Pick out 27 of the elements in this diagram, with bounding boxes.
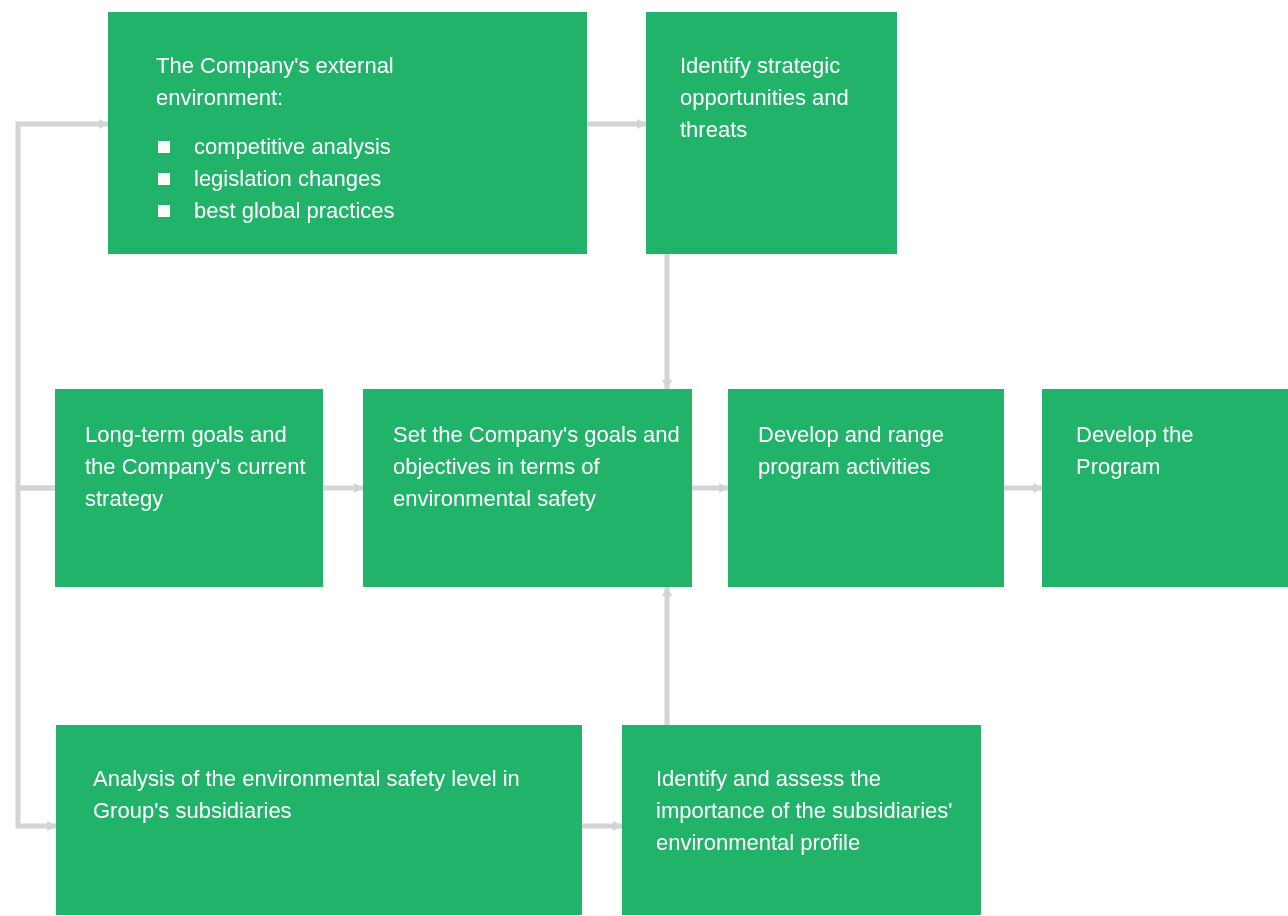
- list-item-text: best global practices: [194, 197, 395, 225]
- arrow: [662, 254, 672, 390]
- node-text: Analysis of the environmental safety level in Group's subsidiaries: [93, 765, 521, 825]
- node-text: Develop and range program activities: [758, 421, 945, 481]
- node-text: Set the Company's goals and objectives in terms of environmental safety: [393, 421, 680, 513]
- list-item-text: competitive analysis: [194, 133, 391, 161]
- node-text: Identify strategic opportunities and threats: [680, 52, 850, 144]
- node-text: Develop the Program: [1076, 421, 1195, 481]
- node-text: Long-term goals and the Company's current strategy: [85, 421, 307, 513]
- node-text: Identify and assess the importance of the subsidiaries' environmental profile: [656, 765, 954, 857]
- process-box: [363, 389, 692, 587]
- arrow: [323, 483, 364, 493]
- heading-text: The Company's external environment:: [156, 52, 395, 112]
- arrow: [15, 485, 57, 831]
- arrow: [582, 821, 623, 831]
- process-box: [55, 389, 323, 587]
- process-box: [108, 12, 587, 254]
- list-item-text: legislation changes: [194, 165, 382, 193]
- process-box: [728, 389, 1004, 587]
- process-box: [646, 12, 897, 254]
- arrow: [587, 119, 647, 129]
- arrow: [1004, 483, 1043, 493]
- process-box: [56, 725, 582, 915]
- process-box: [622, 725, 981, 915]
- arrow: [692, 483, 729, 493]
- arrow: [662, 586, 672, 725]
- process-box: [1042, 389, 1288, 587]
